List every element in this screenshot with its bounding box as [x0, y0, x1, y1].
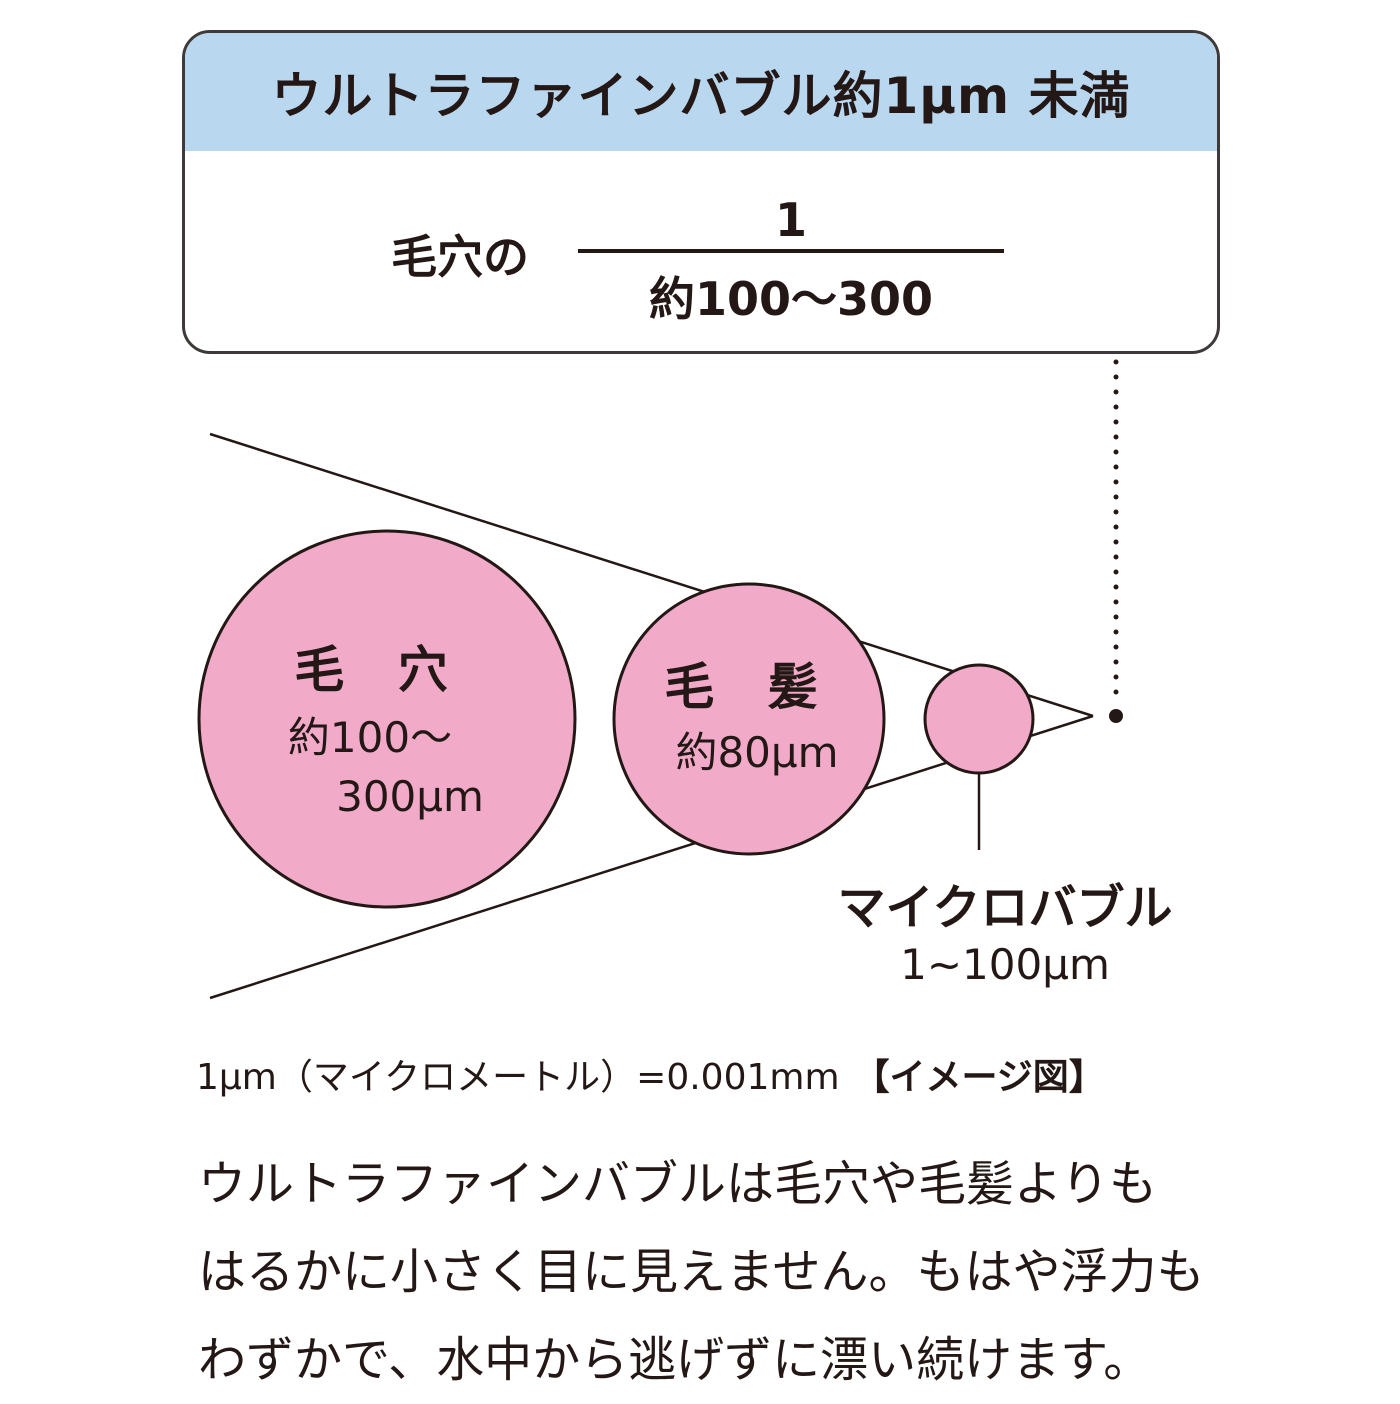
pore-size-line1: 約100〜	[287, 713, 453, 762]
fraction-denominator: 約100〜300	[648, 272, 934, 326]
pore-label: 毛 穴	[294, 641, 466, 699]
ratio-fraction: 1 約100〜300	[578, 183, 1004, 333]
description-text: ウルトラファインバブルは毛穴や毛髪よりも はるかに小さく目に見えません。もはや浮…	[198, 1140, 1238, 1404]
unit-definition: 1μm（マイクロメートル）=0.001mm	[196, 1057, 840, 1098]
cone-upper-line	[209, 432, 1094, 718]
microbubble-label: マイクロバブル	[837, 880, 1173, 936]
image-tag: 【イメージ図】	[853, 1057, 1105, 1098]
hair-size: 約80μm	[675, 728, 839, 777]
pore-circle	[197, 529, 577, 909]
description-line-2: はるかに小さく目に見えません。もはや浮力も	[198, 1244, 1205, 1300]
unit-note: 1μm（マイクロメートル）=0.001mm 【イメージ図】	[196, 1048, 1105, 1100]
hair-label: 毛 髪	[664, 658, 836, 716]
description-line-1: ウルトラファインバブルは毛穴や毛髪よりも	[198, 1156, 1158, 1212]
ultrafine-bubble-card: ウルトラファインバブル約1μm 未満 毛穴の 1 約100〜300	[182, 30, 1220, 354]
fraction-numerator: 1	[774, 193, 807, 247]
ratio-label: 毛穴の	[391, 230, 529, 284]
card-title: ウルトラファインバブル約1μm 未満	[185, 33, 1217, 151]
hair-circle	[612, 582, 886, 856]
ultrafine-bubble-dot	[1109, 709, 1123, 723]
microbubble-circle	[923, 663, 1035, 775]
description-line-3: わずかで、水中から逃げずに漂い続けます。	[198, 1332, 1152, 1388]
pore-size-line2: 300μm	[336, 772, 484, 821]
fraction-bar	[578, 249, 1004, 253]
microbubble-size: 1~100μm	[900, 940, 1110, 989]
